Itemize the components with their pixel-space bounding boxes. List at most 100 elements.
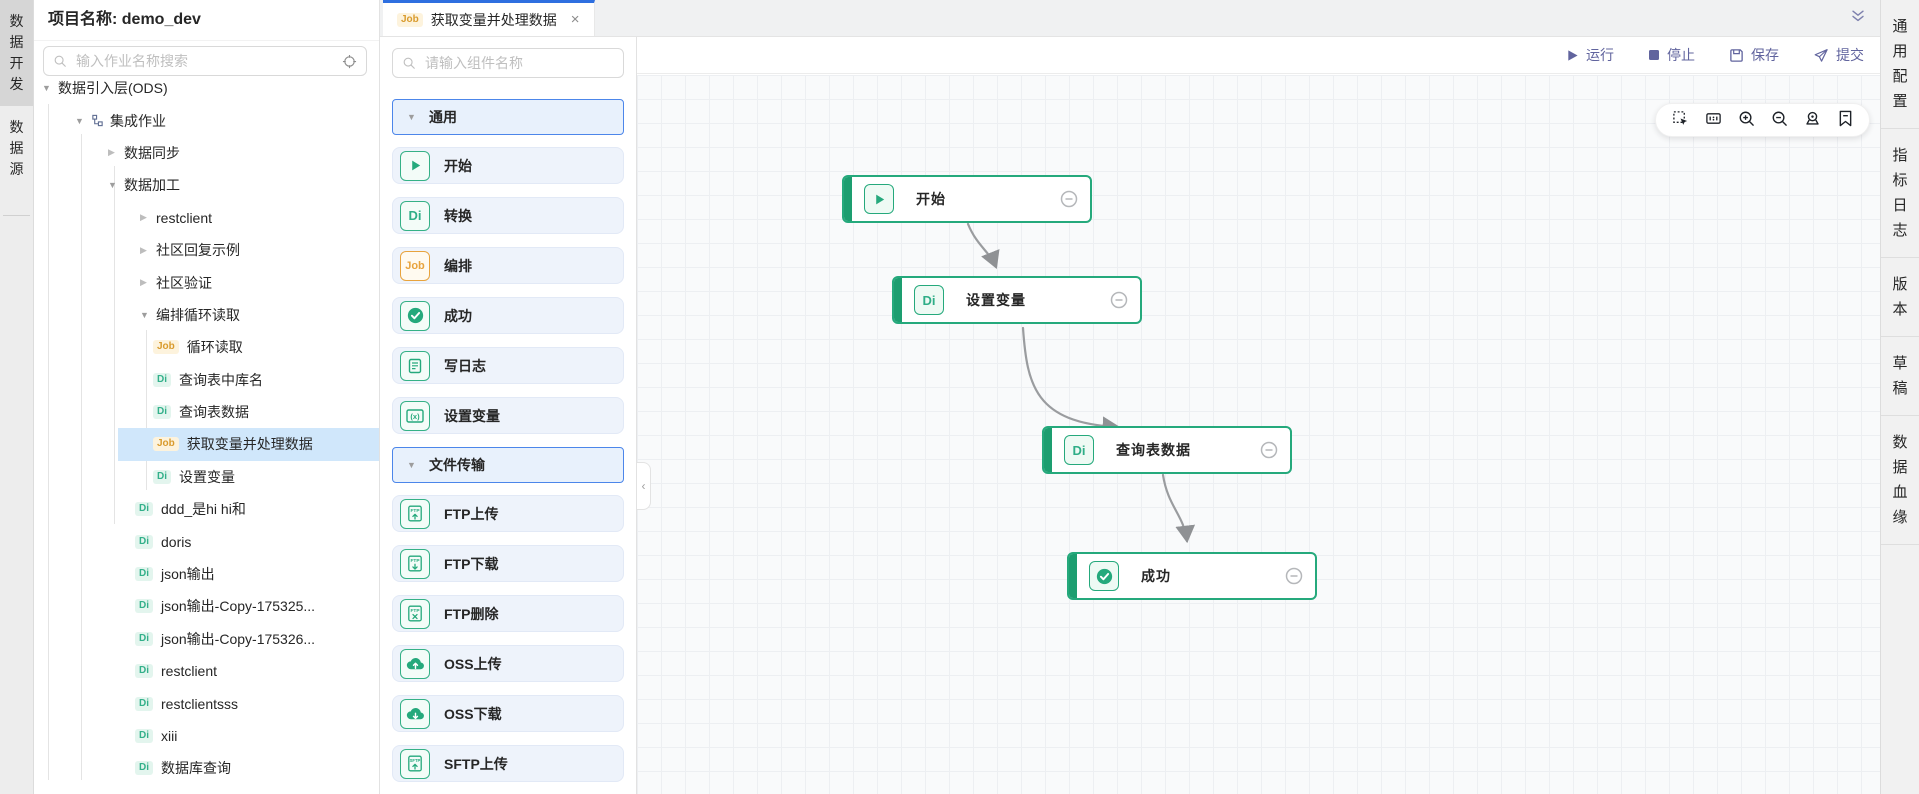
tree-item-label: restclientsss: [161, 695, 239, 712]
tree-item-label: 编排循环读取: [156, 306, 240, 323]
caret-right-icon[interactable]: ▶: [140, 212, 147, 223]
component-label: OSS下载: [444, 705, 502, 722]
canvas-tool-marquee-select[interactable]: [1668, 108, 1692, 132]
collapse-toolbar-button[interactable]: [1850, 8, 1866, 27]
caret-right-icon[interactable]: ▶: [140, 244, 147, 255]
tree-item[interactable]: ▼集成作业: [34, 104, 379, 136]
canvas-tool-zoom-in[interactable]: [1734, 108, 1758, 132]
tab-job-active[interactable]: Job 获取变量并处理数据 ×: [383, 0, 595, 36]
tree-item[interactable]: ▶restclient: [34, 202, 379, 234]
type-badge: Job: [153, 437, 179, 452]
close-icon[interactable]: ×: [570, 11, 580, 28]
run-button[interactable]: 运行: [1566, 45, 1614, 65]
caret-down-icon[interactable]: ▼: [108, 180, 117, 191]
flow-edge: [966, 222, 1000, 270]
flow-edge: [1021, 326, 1121, 437]
tree-item-label: 社区回复示例: [156, 242, 240, 259]
disable-node-icon[interactable]: [1110, 291, 1128, 309]
play-icon: [864, 184, 894, 214]
flow-node[interactable]: 成功: [1067, 552, 1317, 600]
canvas-tool-locate[interactable]: [1800, 108, 1824, 132]
disable-node-icon[interactable]: [1260, 441, 1278, 459]
tree-item-label: doris: [161, 533, 192, 550]
right-rail: 通用配置指标日志版本草稿数据血缘: [1880, 0, 1919, 794]
tree-item[interactable]: ▶ 社区回复示例: [34, 234, 379, 266]
submit-button[interactable]: 提交: [1813, 45, 1864, 65]
canvas-tool-bookmark[interactable]: [1833, 108, 1857, 132]
tree-item[interactable]: ▼ 编排循环读取: [34, 299, 379, 331]
component-item[interactable]: 写日志: [392, 347, 624, 384]
canvas-tool-zoom-out[interactable]: [1767, 108, 1791, 132]
tree-item[interactable]: ▶数据同步: [34, 137, 379, 169]
button-label: 保存: [1751, 47, 1779, 63]
caret-down-icon[interactable]: ▼: [140, 309, 149, 320]
component-item[interactable]: 开始: [392, 147, 624, 184]
component-item[interactable]: OSS下载: [392, 695, 624, 732]
canvas-tool-pill: [1655, 103, 1870, 137]
tree-item[interactable]: ▼数据加工: [34, 169, 379, 201]
project-panel: 项目名称: demo_dev ▼数据引入层(ODS)▼集成作业▶数据同步▼数据加…: [34, 0, 380, 794]
right-rail-tab[interactable]: 版本: [1881, 258, 1919, 337]
component-group-header[interactable]: ▼通用: [392, 99, 624, 135]
component-label: 开始: [444, 157, 472, 174]
component-group-header[interactable]: ▼文件传输: [392, 447, 624, 483]
save-button[interactable]: 保存: [1729, 45, 1779, 65]
project-title: 项目名称: demo_dev: [34, 0, 379, 41]
palette-collapse-handle[interactable]: ‹: [637, 462, 651, 510]
right-rail-tab[interactable]: 通用配置: [1881, 0, 1919, 129]
flow-node[interactable]: 开始: [842, 175, 1092, 223]
job-type-badge: Job: [397, 12, 423, 27]
component-search-input[interactable]: [423, 54, 614, 72]
component-label: 写日志: [444, 357, 486, 374]
type-badge: Di: [135, 599, 153, 614]
component-search-box: [392, 48, 624, 78]
canvas-tool-auto-layout[interactable]: [1701, 108, 1725, 132]
tree-item[interactable]: ▶ 社区验证: [34, 266, 379, 298]
run-toolbar: 运行 停止 保存 提交: [637, 37, 1880, 74]
locate-in-tree-icon[interactable]: [342, 54, 357, 69]
job-search-input[interactable]: [74, 52, 335, 70]
tree-item-label: 社区验证: [156, 274, 212, 291]
stop-button[interactable]: 停止: [1648, 45, 1695, 65]
disable-node-icon[interactable]: [1060, 190, 1078, 208]
caret-right-icon[interactable]: ▶: [108, 147, 115, 158]
caret-down-icon[interactable]: ▼: [42, 83, 51, 94]
left-rail-tab[interactable]: 数据源: [0, 106, 33, 191]
right-rail-tab[interactable]: 指标日志: [1881, 129, 1919, 258]
right-rail-tab[interactable]: 数据血缘: [1881, 416, 1919, 545]
right-rail-tab[interactable]: 草稿: [1881, 337, 1919, 416]
tree-item[interactable]: ▼数据引入层(ODS): [34, 72, 379, 104]
ftp-up-icon: FTP: [400, 498, 430, 529]
component-item[interactable]: OSS上传: [392, 645, 624, 682]
component-item[interactable]: 成功: [392, 297, 624, 334]
left-rail-tab[interactable]: 数据开发: [0, 0, 33, 106]
caret-right-icon[interactable]: ▶: [140, 277, 147, 288]
disable-node-icon[interactable]: [1285, 567, 1303, 585]
caret-down-icon[interactable]: ▼: [75, 115, 84, 126]
auto-layout-icon: [1705, 110, 1722, 130]
component-item[interactable]: (x)设置变量: [392, 397, 624, 434]
